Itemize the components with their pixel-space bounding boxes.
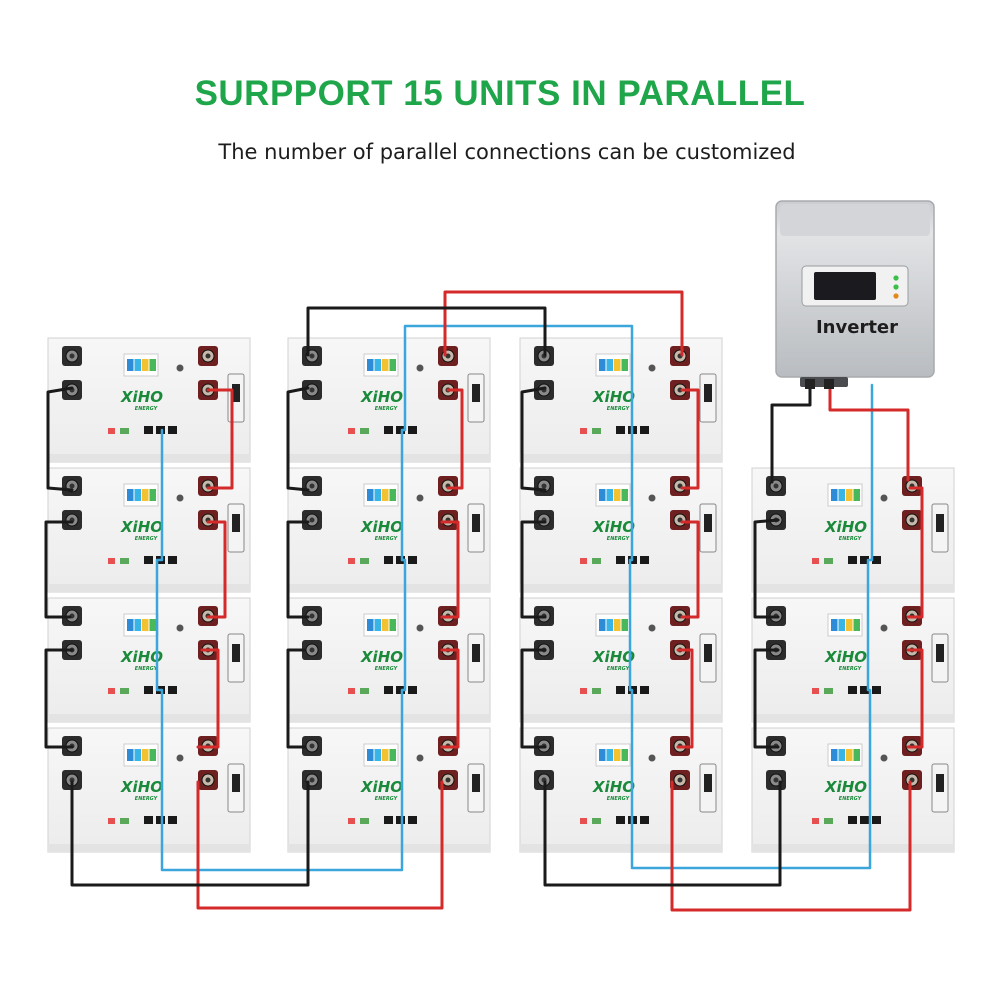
inverter-label: Inverter xyxy=(816,317,898,338)
brand-logo: XiHO xyxy=(120,778,163,796)
brand-sub: ENERGY xyxy=(839,796,863,802)
brand-logo: XiHO xyxy=(120,518,163,536)
brand-sub: ENERGY xyxy=(375,406,399,412)
brand-logo: XiHO xyxy=(824,518,867,536)
brand-sub: ENERGY xyxy=(375,536,399,542)
inverter-display xyxy=(814,272,876,300)
positive-cable xyxy=(196,290,924,912)
page-subtitle: The number of parallel connections can b… xyxy=(218,140,796,164)
brand-logo: XiHO xyxy=(120,388,163,406)
brand-sub: ENERGY xyxy=(135,666,159,672)
brand-logo: XiHO xyxy=(360,388,403,406)
brand-sub: ENERGY xyxy=(375,796,399,802)
brand-sub: ENERGY xyxy=(135,796,159,802)
comm-cable xyxy=(155,324,874,872)
brand-logo: XiHO xyxy=(360,648,403,666)
brand-logo: XiHO xyxy=(592,648,635,666)
brand-sub: ENERGY xyxy=(839,536,863,542)
inverter: Inverter xyxy=(775,200,935,389)
page-title: SURPPORT 15 UNITS IN PARALLEL xyxy=(194,74,806,113)
brand-logo: XiHO xyxy=(360,778,403,796)
brand-sub: ENERGY xyxy=(607,536,631,542)
brand-logo: XiHO xyxy=(120,648,163,666)
brand-sub: ENERGY xyxy=(839,666,863,672)
brand-logo: XiHO xyxy=(592,388,635,406)
brand-sub: ENERGY xyxy=(607,666,631,672)
brand-logo: XiHO xyxy=(592,778,635,796)
brand-logo: XiHO xyxy=(824,648,867,666)
brand-logo: XiHO xyxy=(824,778,867,796)
brand-sub: ENERGY xyxy=(607,796,631,802)
brand-sub: ENERGY xyxy=(375,666,399,672)
negative-cable xyxy=(44,306,812,887)
brand-sub: ENERGY xyxy=(607,406,631,412)
brand-sub: ENERGY xyxy=(135,406,159,412)
brand-logo: XiHO xyxy=(360,518,403,536)
brand-sub: ENERGY xyxy=(135,536,159,542)
brand-logo: XiHO xyxy=(592,518,635,536)
